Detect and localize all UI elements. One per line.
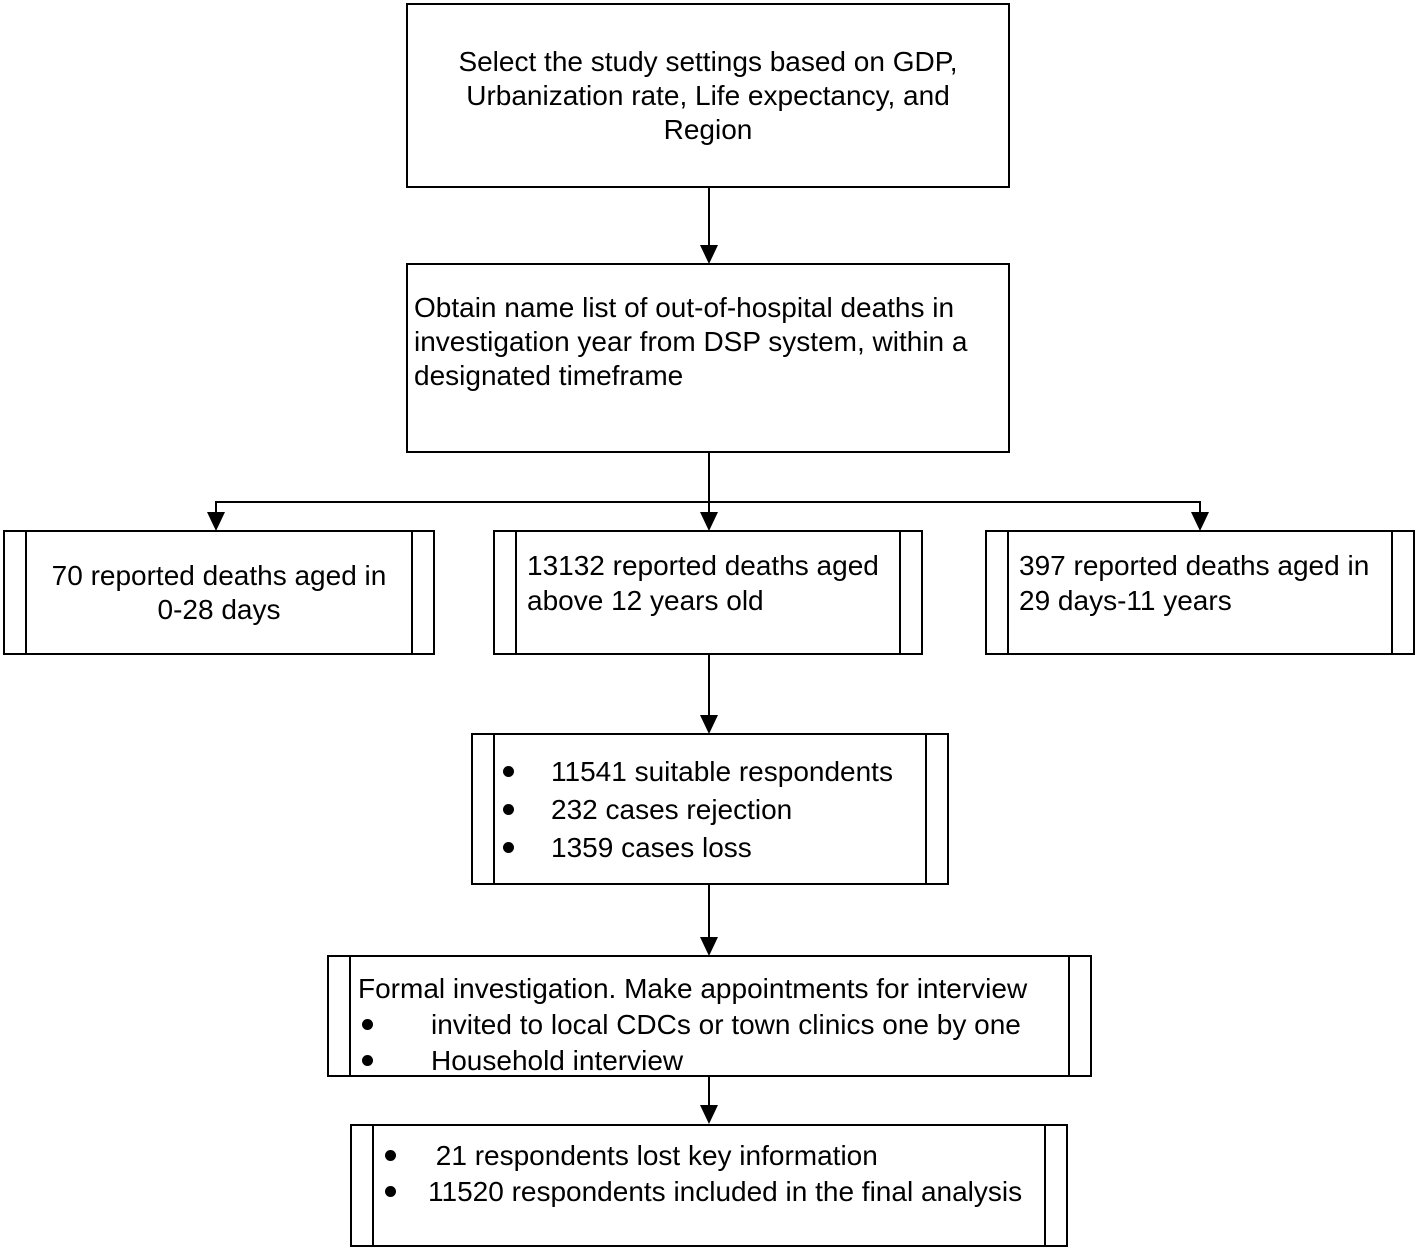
box-deaths-29days-11years: 397 reported deaths aged in 29 days-11 y… — [985, 530, 1415, 655]
bullet-icon — [503, 842, 514, 853]
bullet-icon — [362, 1019, 373, 1030]
box-study-settings: Select the study settings based on GDP, … — [406, 3, 1010, 188]
arrow-to-screening-head — [700, 715, 718, 734]
bullet-icon — [503, 766, 514, 777]
bullet-text: 21 respondents lost key information — [428, 1140, 878, 1171]
arrow-settings-to-list-line — [708, 188, 710, 246]
list-item: 11520 respondents included in the final … — [352, 1174, 1042, 1210]
box-obtain-name-list: Obtain name list of out-of-hospital deat… — [406, 263, 1010, 453]
bullet-text: 232 cases rejection — [551, 794, 793, 825]
bullet-text: 1359 cases loss — [551, 832, 752, 863]
arrow-to-deaths-above-12-head — [700, 512, 718, 531]
box-final-analysis: 21 respondents lost key information 1152… — [350, 1124, 1068, 1247]
box-deaths-29days-11years-text: 397 reported deaths aged in 29 days-11 y… — [1019, 550, 1378, 616]
list-item: 21 respondents lost key information — [352, 1138, 1042, 1174]
arrow-settings-to-list-head — [700, 245, 718, 264]
list-item: 1359 cases loss — [473, 829, 919, 867]
bullet-text: 11541 suitable respondents — [551, 756, 893, 787]
arrow-to-screening-line — [708, 655, 710, 716]
branch-left-drop-line — [215, 501, 217, 513]
arrow-to-deaths-29d-11y-head — [1191, 512, 1209, 531]
bullet-text: Household interview — [431, 1045, 684, 1076]
list-item: invited to local CDCs or town clinics on… — [329, 1007, 1066, 1043]
box-study-settings-text: Select the study settings based on GDP, … — [458, 45, 966, 145]
arrow-to-formal-line — [708, 885, 710, 938]
box-screening-results: 11541 suitable respondents 232 cases rej… — [471, 733, 949, 885]
bullet-icon — [385, 1186, 396, 1197]
list-item: Household interview — [329, 1043, 1066, 1079]
box-formal-investigation-title: Formal investigation. Make appointments … — [358, 973, 1028, 1004]
box-deaths-above-12-years: 13132 reported deaths aged above 12 year… — [493, 530, 923, 655]
branch-horizontal-line — [216, 501, 1201, 503]
bullet-icon — [503, 804, 514, 815]
arrow-to-deaths-0-28-head — [207, 512, 225, 531]
box-formal-investigation: Formal investigation. Make appointments … — [327, 955, 1092, 1077]
bullet-text: 11520 respondents included in the final … — [428, 1176, 1023, 1207]
branch-right-drop-line — [1199, 501, 1201, 513]
box-deaths-0-28-days: 70 reported deaths aged in 0-28 days — [3, 530, 435, 655]
box-deaths-0-28-days-text: 70 reported deaths aged in 0-28 days — [51, 559, 395, 625]
arrow-to-final-line — [708, 1077, 710, 1107]
arrow-to-formal-head — [700, 937, 718, 956]
list-item: 11541 suitable respondents — [473, 753, 919, 791]
bullet-icon — [385, 1150, 396, 1161]
bullet-icon — [362, 1055, 373, 1066]
bullet-text: invited to local CDCs or town clinics on… — [431, 1009, 1021, 1040]
branch-stem-line — [708, 453, 710, 513]
list-item: 232 cases rejection — [473, 791, 919, 829]
arrow-to-final-head — [700, 1105, 718, 1124]
box-deaths-above-12-years-text: 13132 reported deaths aged above 12 year… — [527, 550, 887, 616]
box-obtain-name-list-text: Obtain name list of out-of-hospital deat… — [414, 292, 976, 391]
